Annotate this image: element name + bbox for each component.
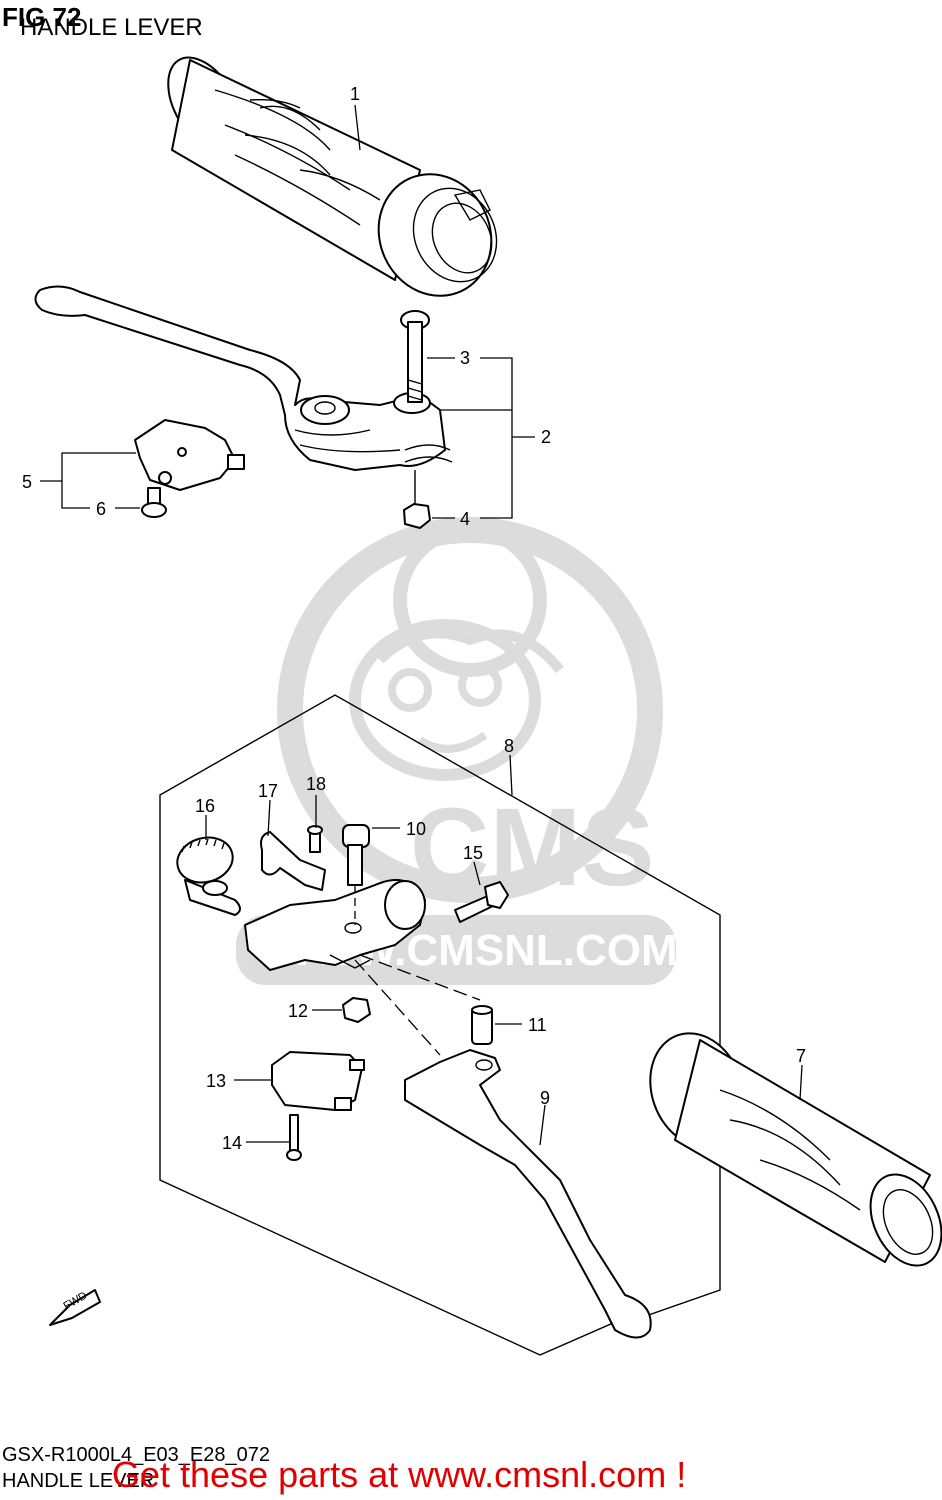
callout-16: 16 [195, 796, 215, 816]
figure-subtitle: HANDLE LEVER [20, 14, 203, 41]
callout-3: 3 [460, 348, 470, 368]
watermark-brand: CMS [410, 786, 654, 909]
callout-1: 1 [350, 84, 360, 104]
part-15-bolt [454, 881, 509, 923]
part-13-clutch-switch [271, 1051, 365, 1111]
part-18-pin [307, 825, 323, 853]
part-10-pivot-bolt [342, 824, 370, 886]
callout-17: 17 [258, 781, 278, 801]
part-11-collar [471, 1005, 493, 1045]
footer-label: HANDLE LEVER [2, 1470, 155, 1492]
promo-link-text[interactable]: Get these parts at www.cmsnl.com ! [112, 1454, 687, 1495]
callout-2: 2 [541, 427, 551, 447]
part-4-nut [403, 470, 431, 529]
clutch-lever-holder [244, 879, 426, 971]
callout-7: 7 [796, 1046, 806, 1066]
figure-number: FIG 72 [2, 2, 82, 32]
callout-numbers: 1 2 3 4 5 6 7 8 9 10 11 12 13 14 15 16 1… [22, 84, 806, 1153]
part-7-left-grip [649, 1032, 942, 1267]
part-9-clutch-lever [404, 1049, 652, 1339]
callout-14: 14 [222, 1133, 242, 1153]
callout-10: 10 [406, 819, 426, 839]
callout-4: 4 [460, 509, 470, 529]
part-6-screw [141, 487, 167, 518]
callout-12: 12 [288, 1001, 308, 1021]
fwd-direction-marker: FWD [49, 1289, 101, 1326]
callout-8: 8 [504, 736, 514, 756]
callout-6: 6 [96, 499, 106, 519]
part-14-screw [286, 1114, 302, 1161]
part-5-brake-switch [134, 419, 245, 491]
callout-18: 18 [306, 774, 326, 794]
leader-lines [40, 357, 803, 1146]
callout-11: 11 [528, 1015, 547, 1035]
part-3-pivot-bolt [400, 310, 430, 403]
part-2-brake-lever [34, 285, 453, 471]
model-code: GSX-R1000L4_E03_E28_072 [2, 1444, 270, 1466]
part-16-adjuster-knob [176, 836, 241, 916]
part-12-nut [342, 997, 371, 1023]
callout-9: 9 [540, 1088, 550, 1108]
callout-13: 13 [206, 1071, 226, 1091]
part-1-throttle-grip [167, 56, 498, 297]
callout-15: 15 [463, 843, 483, 863]
part-17-spring-clip [260, 831, 326, 891]
callout-5: 5 [22, 472, 32, 492]
